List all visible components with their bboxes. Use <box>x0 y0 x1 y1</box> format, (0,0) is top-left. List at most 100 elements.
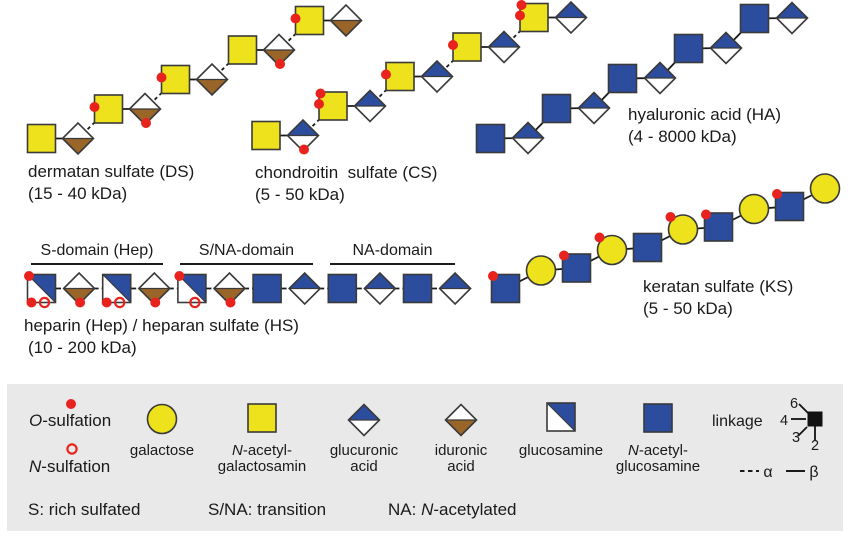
o-sulfation-dot <box>772 189 782 199</box>
o-sulfation-dot <box>141 118 151 128</box>
footnote-na: NA: N-acetylated <box>388 500 517 520</box>
linkage-position-3: 3 <box>792 430 800 446</box>
cs-mass: (5 - 50 kDa) <box>255 185 345 204</box>
legend-panel <box>7 384 843 531</box>
gal-symbol <box>809 173 841 204</box>
o-sulfation-dot <box>594 232 605 243</box>
o-sulfation-dot <box>701 209 711 220</box>
glca-symbol <box>353 89 387 123</box>
idoa-line2: acid <box>447 458 475 475</box>
gal-symbol <box>525 255 557 286</box>
footnote-na-rest: -acetylated <box>433 500 517 519</box>
o-sulfation-dot <box>515 10 525 21</box>
footnote-sna: S/NA: transition <box>208 500 327 519</box>
glcnac-italic: N <box>627 442 639 459</box>
ha-mass: (4 - 8000 kDa) <box>628 127 737 146</box>
glca-symbol <box>363 271 397 306</box>
o-sulfation-dot <box>488 271 498 281</box>
glcnac-symbol <box>252 273 282 304</box>
n-sulfation-dot <box>66 443 78 455</box>
hep-chain <box>24 271 472 309</box>
glcnac-symbol <box>643 403 673 433</box>
galnac-symbol <box>452 32 482 62</box>
glcnac-symbol <box>402 273 433 304</box>
glca-symbol <box>487 30 521 64</box>
gal-symbol <box>146 403 178 435</box>
o-sulfation-dot <box>75 297 86 308</box>
glca-symbol <box>577 91 611 125</box>
glca-symbol <box>643 61 677 95</box>
o-sulfation-dot <box>89 102 100 112</box>
cs-label: chondroitin sulfate (CS) <box>255 163 438 182</box>
o-sulfation-dot <box>299 144 309 155</box>
idoa-line1: iduronic <box>434 442 488 459</box>
o-sulfation-dot <box>66 399 76 409</box>
o-sulfation-dot <box>156 72 167 83</box>
linkage-position-2: 2 <box>811 438 819 454</box>
glca-line1: glucuronic <box>329 442 399 459</box>
linkage-glyph <box>791 403 823 441</box>
galnac-symbol <box>26 123 57 154</box>
glcnac-symbol <box>607 63 638 94</box>
glca-symbol <box>420 59 454 94</box>
glcnac-symbol <box>541 93 572 124</box>
linkage-label: linkage <box>712 413 763 430</box>
galnac-symbol <box>251 120 281 151</box>
n-sulfation-rest: -sulfation <box>41 457 111 476</box>
o-sulfation-dot <box>665 212 676 222</box>
idoa-symbol <box>137 271 171 306</box>
ks-chain <box>488 173 841 304</box>
o-sulfation-label: O-sulfation <box>29 410 111 431</box>
ha-chain <box>475 1 809 155</box>
n-sulfation-dot <box>189 296 201 309</box>
o-sulfation-dot <box>448 40 458 50</box>
glca-symbol <box>775 1 809 35</box>
o-sulfation-italic: O <box>29 411 43 430</box>
idoa-symbol <box>195 62 229 97</box>
o-sulfation-dot <box>150 297 161 308</box>
n-sulfation-dot <box>38 296 51 309</box>
n-sulfation-italic: N <box>29 457 42 476</box>
glcnac-symbol <box>774 191 805 222</box>
idoa-symbol <box>128 92 162 126</box>
na-domain-header: NA-domain <box>330 242 455 265</box>
glcnac-symbol <box>327 273 358 304</box>
n-sulfation-dot <box>113 296 126 309</box>
galnac-symbol <box>227 35 258 65</box>
glcnac-line1: -acetyl- <box>638 442 689 459</box>
o-sulfation-dot <box>381 69 391 80</box>
idoa-symbol <box>62 271 96 306</box>
idoa-symbol <box>212 271 247 306</box>
o-sulfation-dot <box>315 88 326 99</box>
footnote-na-italic: N <box>421 500 434 519</box>
galnac-italic: N <box>231 442 243 459</box>
o-sulfation-dot <box>174 271 185 281</box>
o-sulfation-dot <box>101 297 112 308</box>
ks-mass: (5 - 50 kDa) <box>643 299 733 318</box>
o-sulfation-dot <box>275 59 285 69</box>
glcn-symbol <box>546 402 576 432</box>
idoa-symbol <box>262 33 296 67</box>
linkage-bond-3 <box>797 426 808 437</box>
idoa-symbol <box>329 3 363 38</box>
gal-symbol <box>596 234 628 266</box>
galnac-symbol <box>247 403 277 433</box>
gal-symbol <box>738 193 770 225</box>
linkage-bond-6 <box>798 403 809 414</box>
glca-symbol <box>438 271 472 306</box>
ds-label: dermatan sulfate (DS) <box>28 162 195 181</box>
glca-line2: acid <box>350 458 378 475</box>
galnac-symbol <box>294 5 325 36</box>
idoa-symbol <box>61 121 95 156</box>
o-sulfation-dot <box>290 13 301 24</box>
galactose-label: galactose <box>100 443 224 459</box>
o-sulfation-dot <box>26 297 37 308</box>
glcnac-label: N-acetyl-glucosamine <box>596 443 720 475</box>
footnote-s: S: rich sulfated <box>28 500 141 519</box>
glcn-line1: glucosamine <box>518 442 604 459</box>
o-sulfation-dot <box>24 271 34 281</box>
n-sulfation-label: N-sulfation <box>29 456 110 477</box>
